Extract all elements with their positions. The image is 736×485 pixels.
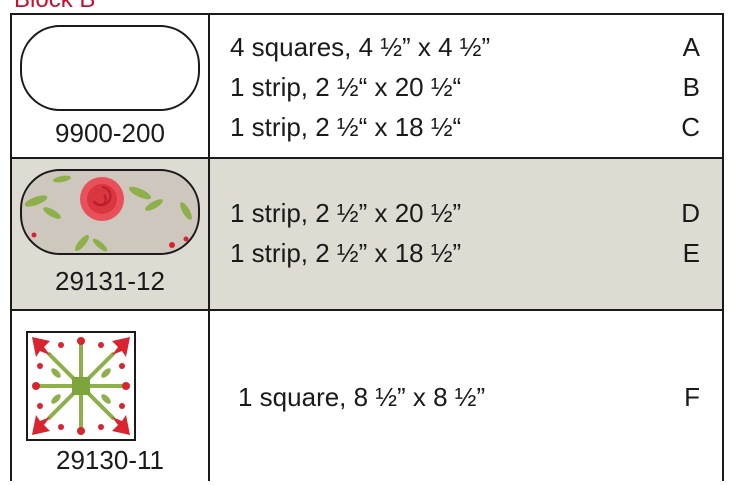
cut-line: 1 strip, 2 ½” x 18 ½” E (230, 233, 722, 273)
fabric-cell: 9900-200 (12, 15, 210, 157)
cutting-table: 9900-200 4 squares, 4 ½” x 4 ½” A 1 stri… (10, 13, 724, 481)
cut-line: 1 strip, 2 ½” x 20 ½” D (230, 193, 722, 233)
cut-list: 1 strip, 2 ½” x 20 ½” D 1 strip, 2 ½” x … (230, 193, 722, 273)
cut-line: 1 strip, 2 ½“ x 18 ½“ C (230, 107, 722, 147)
cut-list: 1 square, 8 ½” x 8 ½” F (230, 377, 722, 417)
cut-list: 4 squares, 4 ½” x 4 ½” A 1 strip, 2 ½“ x… (230, 27, 722, 147)
appliqué-block-print-swatch (26, 331, 136, 441)
cut-letter: D (681, 198, 700, 228)
floral-rose-fabric-swatch (20, 169, 200, 255)
cut-letter: E (682, 238, 700, 268)
cut-text: 1 strip, 2 ½” x 20 ½” (230, 198, 462, 228)
cut-line: 1 square, 8 ½” x 8 ½” F (230, 377, 722, 417)
fabric-code: 29131-12 (55, 266, 165, 296)
cut-text: 1 strip, 2 ½” x 18 ½” (230, 238, 462, 268)
table-row: 29131-12 1 strip, 2 ½” x 20 ½” D 1 strip… (12, 159, 722, 311)
cut-letter: B (682, 72, 700, 102)
cut-line: 4 squares, 4 ½” x 4 ½” A (230, 27, 722, 67)
fabric-code: 9900-200 (55, 118, 165, 148)
cut-text: 1 strip, 2 ½“ x 20 ½“ (230, 72, 462, 102)
plain-white-fabric-swatch (20, 25, 200, 111)
cut-line: 1 strip, 2 ½“ x 20 ½“ B (230, 67, 722, 107)
cut-letter: C (681, 112, 700, 142)
rose-print-icon (24, 175, 192, 252)
block-heading: Block B (14, 0, 95, 12)
table-row: 29130-11 1 square, 8 ½” x 8 ½” F (12, 311, 722, 481)
fabric-code: 29130-11 (56, 445, 164, 475)
fabric-cell: 29130-11 (12, 311, 210, 481)
table-row: 9900-200 4 squares, 4 ½” x 4 ½” A 1 stri… (12, 15, 722, 159)
cut-letter: A (682, 32, 700, 62)
cut-text: 4 squares, 4 ½” x 4 ½” (230, 32, 491, 62)
cut-text: 1 strip, 2 ½“ x 18 ½“ (230, 112, 462, 142)
fabric-cell: 29131-12 (12, 159, 210, 309)
cut-text: 1 square, 8 ½” x 8 ½” (238, 382, 486, 412)
flower-block-icon (32, 337, 130, 435)
cut-letter: F (684, 382, 700, 412)
